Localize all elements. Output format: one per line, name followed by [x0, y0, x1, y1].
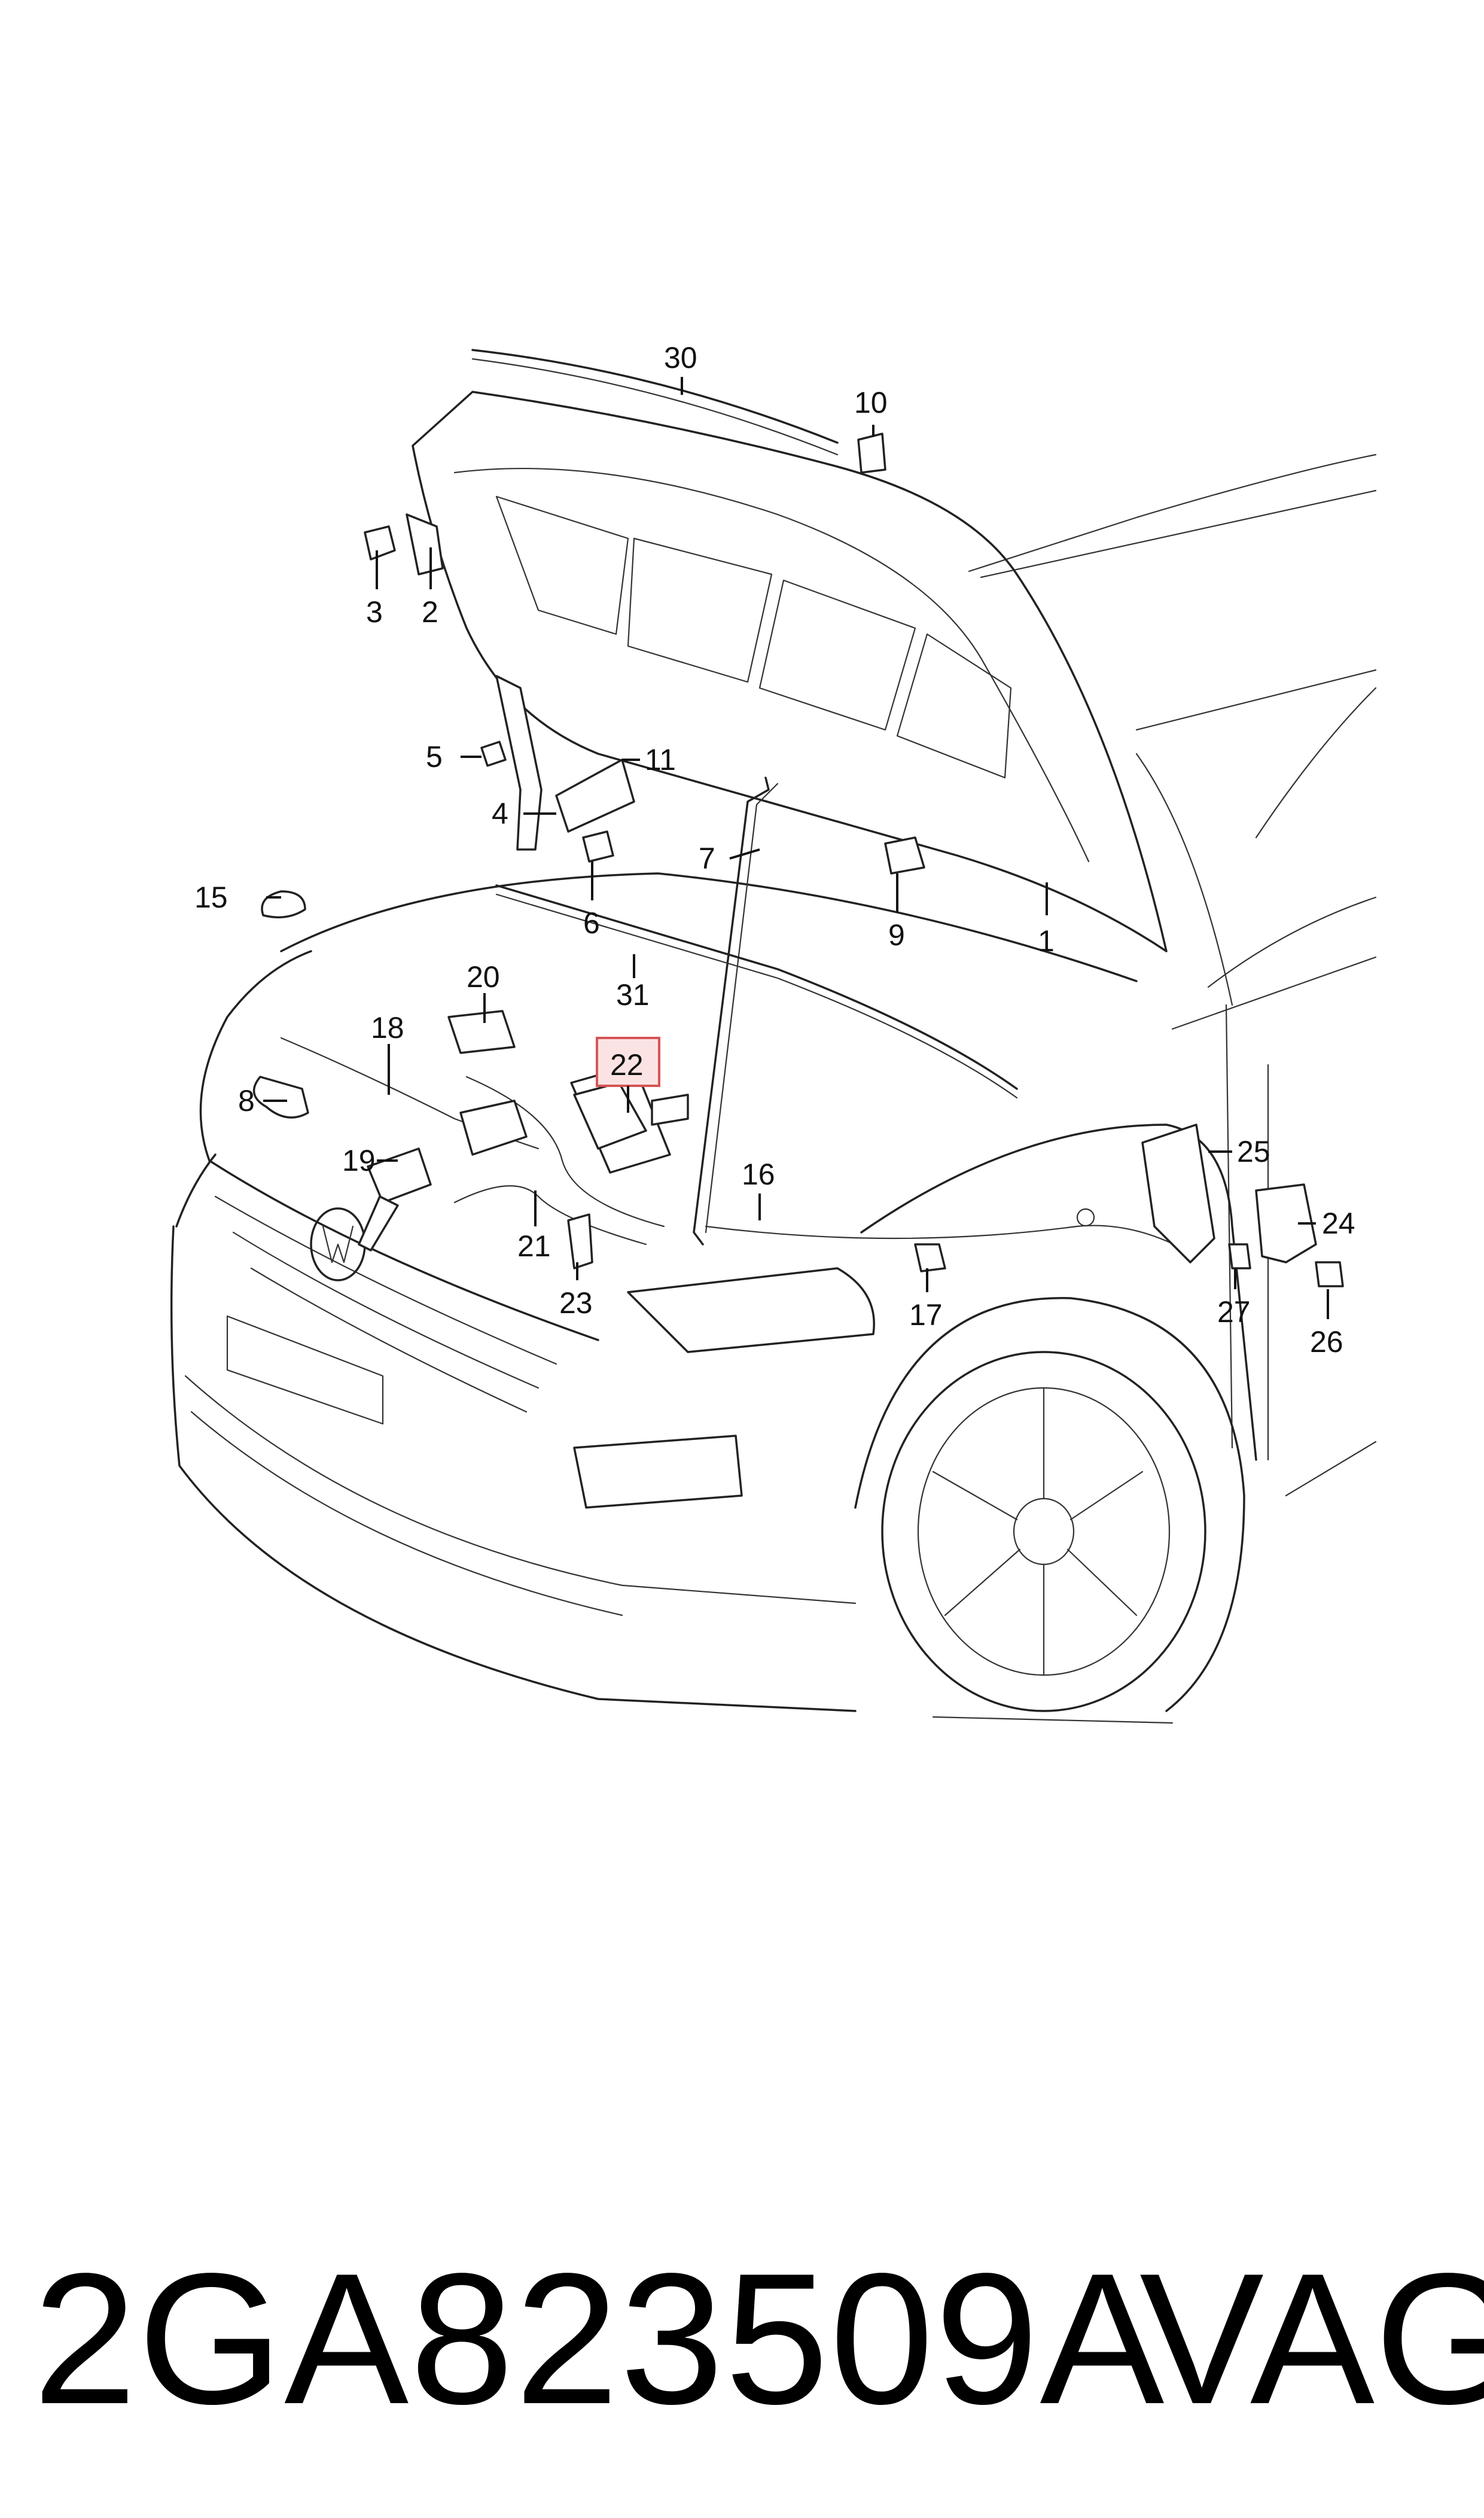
callout-2: 2 — [422, 595, 438, 629]
footer-caption: 2GA823509A VAG — [33, 2213, 1484, 2465]
callout-7: 7 — [699, 842, 715, 875]
callout-21: 21 — [517, 1229, 551, 1263]
callout-25: 25 — [1237, 1135, 1270, 1168]
car-front-outline — [170, 872, 1138, 1712]
callout-3: 3 — [366, 595, 383, 629]
callout-6: 6 — [583, 906, 600, 940]
callout-18: 18 — [371, 1011, 404, 1045]
small-parts — [252, 433, 1344, 1287]
callout-24: 24 — [1322, 1207, 1355, 1240]
lock-assembly — [447, 1010, 689, 1174]
callout-17: 17 — [909, 1298, 943, 1332]
callout-5: 5 — [426, 740, 443, 774]
callout-16: 16 — [742, 1158, 775, 1191]
bonnet — [412, 391, 1168, 952]
callout-19: 19 — [342, 1144, 376, 1177]
seal-strip — [471, 349, 839, 456]
callout-11: 11 — [645, 743, 676, 777]
callout-4: 4 — [492, 797, 508, 830]
callout-31: 31 — [616, 978, 650, 1012]
car-body-outline — [854, 453, 1377, 1724]
release-cables — [280, 1037, 1197, 1258]
leader-lines — [263, 377, 1329, 1319]
brand-name: VAG — [1139, 2235, 1484, 2443]
callout-9: 9 — [888, 918, 905, 952]
bonnet-seal — [495, 884, 1018, 1099]
hinge — [495, 675, 635, 851]
callout-labels: 1 2 3 4 5 6 7 8 9 10 11 15 16 17 18 19 2… — [194, 341, 1355, 1359]
callout-30: 30 — [664, 341, 697, 374]
callout-22: 22 — [610, 1048, 644, 1082]
callout-23: 23 — [559, 1286, 593, 1320]
callout-8: 8 — [238, 1084, 255, 1118]
callout-26: 26 — [1310, 1325, 1343, 1359]
callout-1: 1 — [1038, 924, 1055, 958]
prop-rod — [693, 777, 779, 1246]
callout-10: 10 — [854, 386, 888, 419]
part-number: 2GA823509A — [33, 2235, 1166, 2443]
callout-20: 20 — [467, 960, 500, 994]
callout-15: 15 — [194, 881, 228, 914]
exploded-parts-diagram: 1 2 3 4 5 6 7 8 9 10 11 15 16 17 18 19 2… — [170, 341, 1377, 1724]
callout-27: 27 — [1217, 1295, 1251, 1329]
